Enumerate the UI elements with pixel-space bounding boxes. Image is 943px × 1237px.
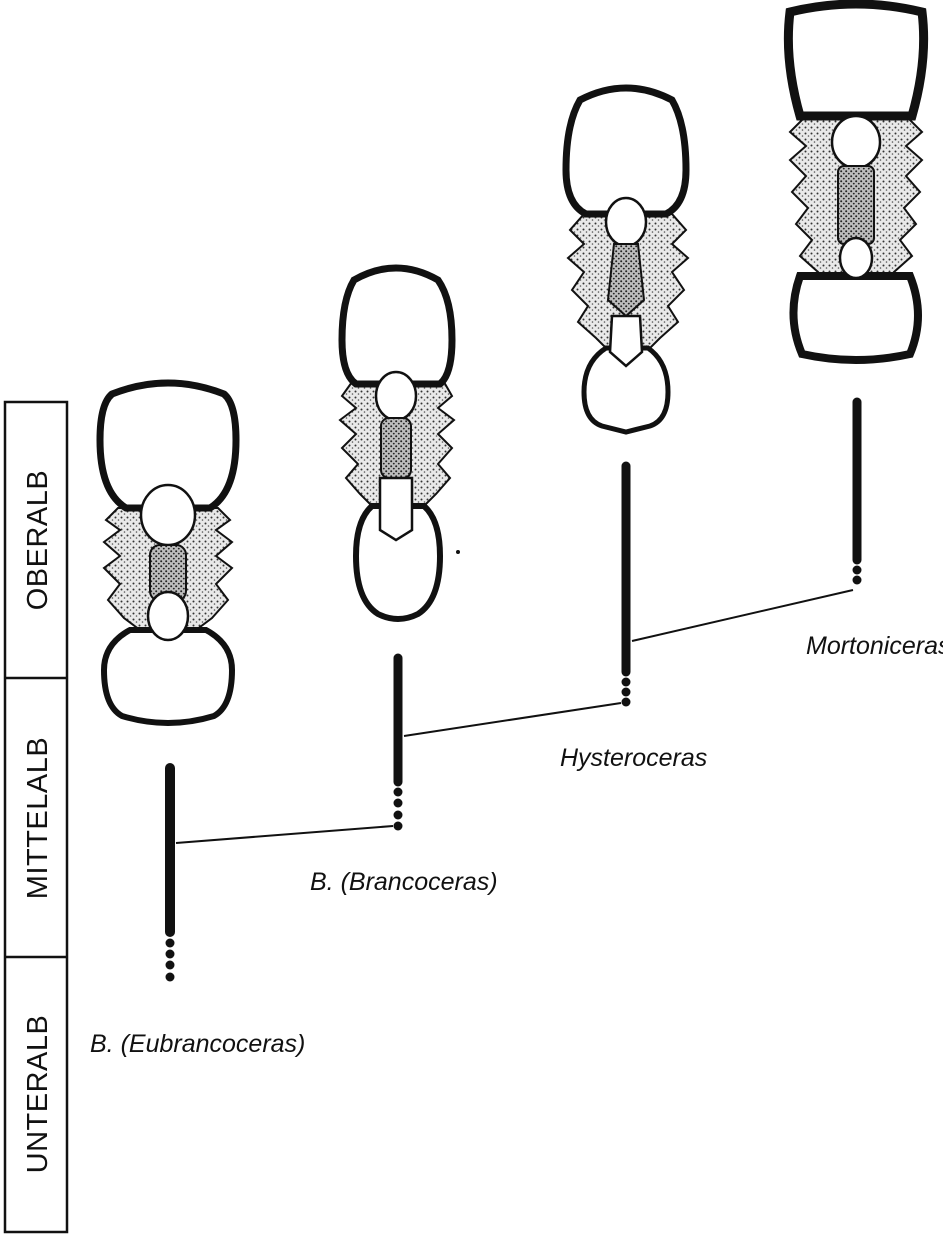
lineage-link-eub-bran bbox=[176, 826, 393, 843]
stage-label-unteralb: UNTERALB bbox=[22, 1015, 54, 1174]
shell-section-brancoceras bbox=[340, 268, 454, 619]
taxon-label-hysteroceras: Hysteroceras bbox=[560, 744, 707, 772]
range-bar-hysteroceras bbox=[622, 466, 631, 707]
shell-section-eubrancoceras bbox=[100, 383, 236, 723]
taxon-label-eubrancoceras: B. (Eubrancoceras) bbox=[90, 1030, 305, 1058]
lineage-link-bran-hyst bbox=[404, 703, 621, 736]
range-bar-mortoniceras bbox=[853, 402, 862, 585]
shell-section-mortoniceras bbox=[788, 4, 923, 360]
taxon-label-brancoceras: B. (Brancoceras) bbox=[310, 868, 498, 896]
shell-section-hysteroceras bbox=[566, 88, 688, 432]
stage-label-mittelalb: MITTELALB bbox=[22, 737, 54, 899]
range-bar-brancoceras bbox=[394, 658, 403, 831]
taxon-label-mortoniceras: Mortoniceras bbox=[806, 632, 943, 660]
range-bar-eubrancoceras bbox=[166, 768, 175, 982]
stray-dot bbox=[456, 550, 460, 554]
stage-label-oberalb: OBERALB bbox=[22, 470, 54, 611]
